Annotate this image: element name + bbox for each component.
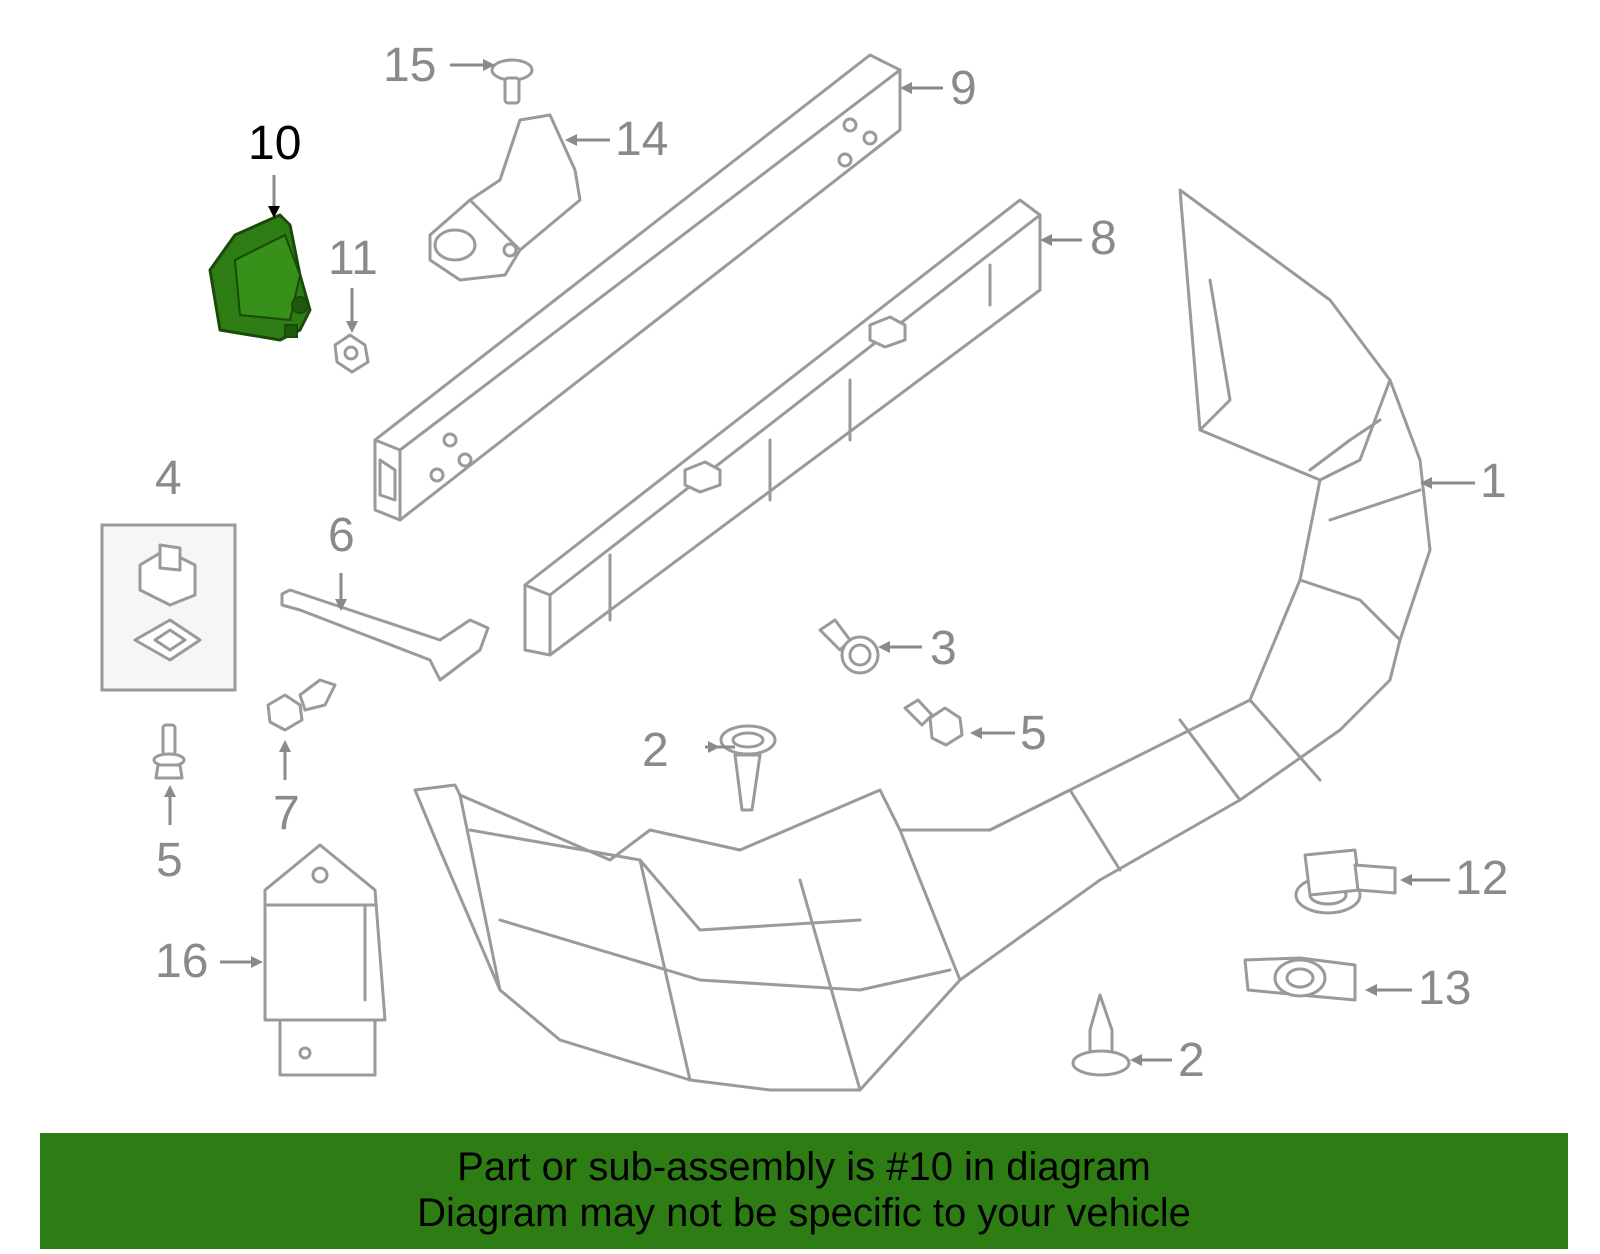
- part-3-bolt: [818, 618, 880, 675]
- callout-7: 7: [273, 787, 300, 840]
- callout-3: 3: [930, 622, 957, 675]
- callout-4: 4: [155, 452, 182, 505]
- callout-16: 16: [155, 935, 209, 988]
- callout-5-left: 5: [156, 834, 183, 887]
- callout-arrows: [164, 59, 1475, 1066]
- callout-1: 1: [1480, 455, 1507, 508]
- part-11-nut: [333, 333, 370, 374]
- callout-2-upper: 2: [642, 724, 669, 777]
- callout-11: 11: [328, 232, 378, 285]
- part-7-bolt: [266, 678, 337, 732]
- part-5-bolt-left: [152, 723, 186, 780]
- part-16-module: [263, 843, 387, 1077]
- part-10-module: [208, 213, 312, 342]
- part-5-bolt-right: [903, 698, 964, 747]
- callout-5-right: 5: [1020, 707, 1047, 760]
- callout-13: 13: [1418, 962, 1472, 1015]
- callout-8: 8: [1090, 212, 1117, 265]
- info-banner: Part or sub-assembly is #10 in diagram D…: [40, 1133, 1568, 1249]
- callout-15: 15: [383, 39, 437, 92]
- part-6-bracket: [280, 588, 490, 682]
- part-2-pushpin-lower: [1071, 993, 1131, 1077]
- part-2-pushpin-upper: [719, 724, 777, 812]
- callout-10: 10: [248, 117, 302, 170]
- part-4-clips-box: [100, 523, 237, 692]
- part-13-sensor-bracket: [1243, 956, 1357, 1002]
- banner-line-1: Part or sub-assembly is #10 in diagram: [457, 1145, 1151, 1189]
- callout-2-lower: 2: [1178, 1034, 1205, 1087]
- part-15-clip: [490, 58, 534, 105]
- banner-line-2: Diagram may not be specific to your vehi…: [417, 1191, 1191, 1235]
- part-12-sensor: [1294, 848, 1397, 915]
- part-9-beam: [373, 53, 902, 522]
- callout-12: 12: [1455, 852, 1509, 905]
- callout-6: 6: [328, 509, 355, 562]
- callout-9: 9: [950, 62, 977, 115]
- part-1-bumper-cover: [413, 188, 1432, 1092]
- callout-14: 14: [615, 113, 669, 166]
- part-14-bracket: [428, 113, 582, 282]
- part-8-absorber: [523, 198, 1042, 657]
